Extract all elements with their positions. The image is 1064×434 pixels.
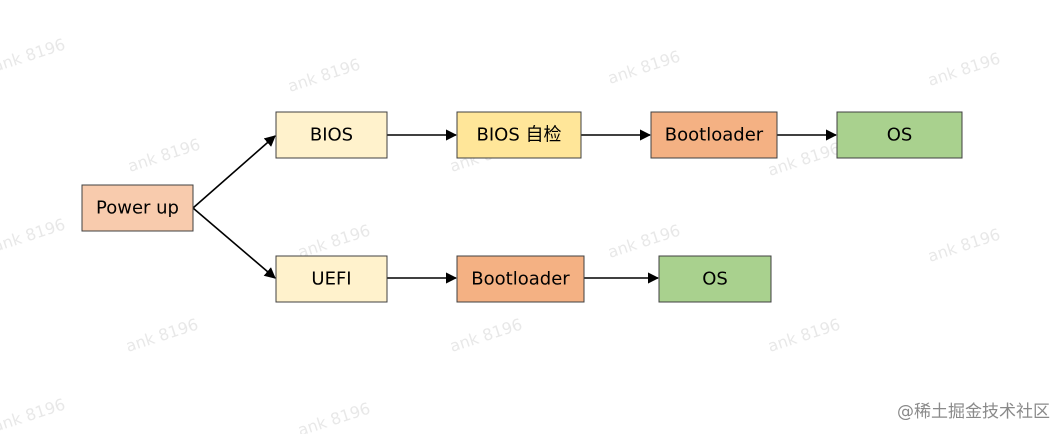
node-label: Power up [96, 198, 179, 219]
edges [192, 129, 838, 284]
watermark-text: ank 8196 [295, 399, 372, 434]
watermark-layer: ank 8196 ank 8196 ank 8196 ank 8196 ank … [0, 35, 1003, 434]
watermark-text: ank 8196 [0, 395, 68, 434]
node-label: BIOS [310, 125, 353, 146]
arrow-power-to-uefi [192, 207, 276, 279]
watermark-text: ank 8196 [285, 55, 362, 96]
node-uefi: UEFI [275, 255, 388, 303]
node-label: BIOS 自检 [477, 125, 562, 146]
node-label: OS [702, 269, 728, 290]
node-label: OS [887, 125, 913, 146]
site-watermark: @稀土掘金技术社区 [897, 402, 1050, 422]
node-bootloader-bottom: Bootloader [456, 255, 585, 303]
watermark-text: ank 8196 [447, 315, 524, 356]
watermark-text: ank 8196 [605, 47, 682, 88]
watermark-text: ank 8196 [0, 215, 68, 256]
watermark-text: ank 8196 [765, 315, 842, 356]
node-label: Bootloader [471, 269, 570, 290]
watermark-text: ank 8196 [925, 49, 1002, 90]
node-bootloader-top: Bootloader [650, 111, 778, 159]
node-label: Bootloader [665, 125, 764, 146]
watermark-text: ank 8196 [0, 35, 68, 76]
node-power-up: Power up [81, 184, 194, 232]
watermark-text: ank 8196 [925, 225, 1002, 266]
arrow-power-to-bios [192, 135, 276, 209]
node-bios: BIOS [275, 111, 388, 159]
watermark-text: ank 8196 [123, 315, 200, 356]
node-label: UEFI [311, 269, 351, 290]
node-bios-check: BIOS 自检 [456, 111, 582, 159]
node-os-top: OS [836, 111, 963, 159]
node-os-bottom: OS [658, 255, 772, 303]
watermark-text: ank 8196 [125, 135, 202, 176]
